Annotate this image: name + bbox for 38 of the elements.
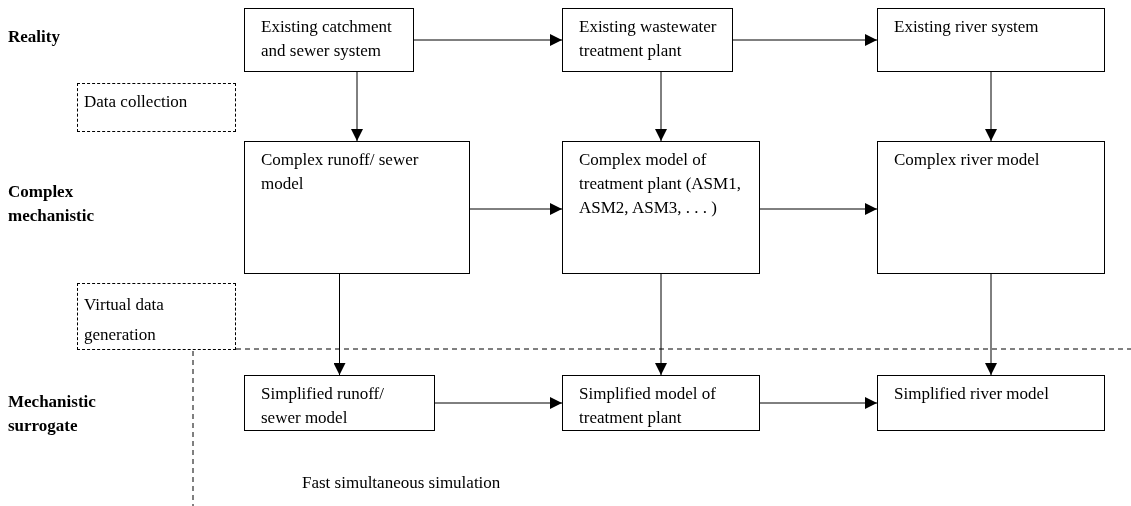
process-box xyxy=(244,8,414,72)
process-box xyxy=(562,375,760,431)
arrow xyxy=(333,273,346,376)
row-label: Complex mechanistic xyxy=(8,181,95,227)
node-text: Data collection xyxy=(84,91,189,113)
node-text: Simplified runoff/ sewer model xyxy=(261,383,385,429)
note-box xyxy=(77,83,236,132)
process-box xyxy=(244,375,435,431)
note-box xyxy=(77,283,236,350)
process-box xyxy=(877,8,1105,72)
node-text: Virtual data generation xyxy=(84,294,165,346)
arrow xyxy=(759,203,878,215)
arrow xyxy=(732,34,878,46)
node-text: Complex river model xyxy=(894,149,1041,171)
row-label: Mechanistic surrogate xyxy=(8,391,97,437)
process-box xyxy=(244,141,470,274)
node-text: Existing wastewater treatment plant xyxy=(579,16,718,62)
process-box xyxy=(562,8,733,72)
process-box xyxy=(877,141,1105,274)
row-label: Reality xyxy=(8,26,61,48)
arrow xyxy=(469,203,563,215)
node-text: Existing river system xyxy=(894,16,1040,38)
process-box xyxy=(877,375,1105,431)
arrow xyxy=(351,71,363,142)
arrow xyxy=(985,273,997,376)
arrow xyxy=(655,273,667,376)
arrow xyxy=(434,397,563,409)
node-text: Complex runoff/ sewer model xyxy=(261,149,420,195)
node-text: Existing catchment and sewer system xyxy=(261,16,393,62)
arrow xyxy=(985,71,997,142)
node-text: Simplified river model xyxy=(894,383,1050,405)
node-text: Simplified model of treatment plant xyxy=(579,383,717,429)
process-box xyxy=(562,141,760,274)
arrow xyxy=(655,71,667,142)
arrow xyxy=(759,397,878,409)
node-text: Complex model of treatment plant (ASM1, ASM2, ASM3, . . . ) xyxy=(579,149,742,219)
arrow xyxy=(413,34,563,46)
caption-text: Fast simultaneous simulation xyxy=(302,473,501,493)
